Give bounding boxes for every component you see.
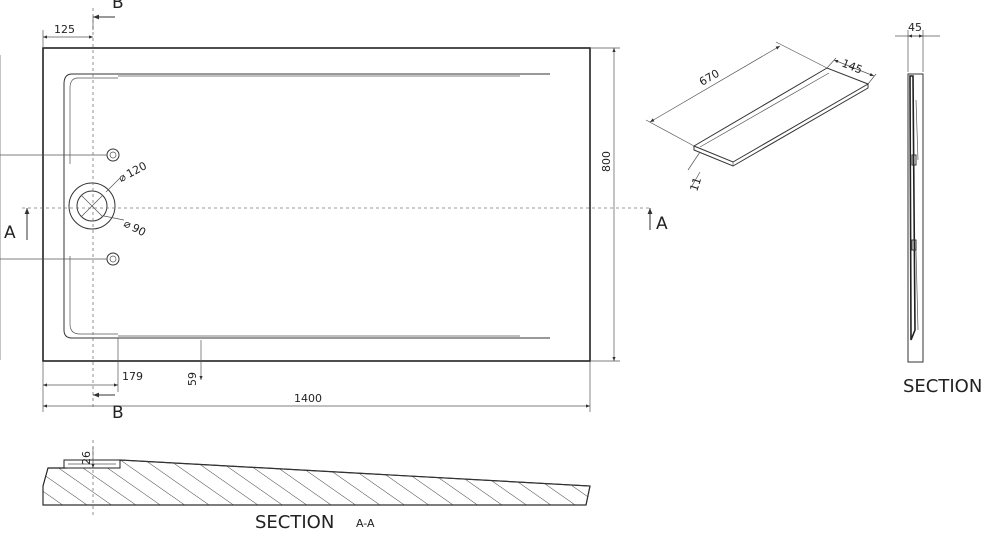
hole-top <box>106 148 120 162</box>
side-thickness: 45 <box>908 21 922 34</box>
grate-length: 670 <box>697 67 722 89</box>
side-section-label: SECTION <box>903 376 982 397</box>
side-section: 45 SECTION <box>895 21 982 397</box>
grate-thickness: 11 <box>687 176 704 193</box>
section-marker-right: A <box>656 214 668 234</box>
dim-179: 179 <box>122 370 143 383</box>
grate-isometric: 670 145 11 <box>645 41 877 193</box>
cut-marker-top: B <box>112 0 124 13</box>
tray-inner-channel <box>63 73 118 339</box>
hole-bottom <box>106 252 120 266</box>
hole-bottom-inner <box>109 255 117 263</box>
tray-outline <box>42 47 591 362</box>
dim-125: 125 <box>54 23 75 36</box>
hole-top-inner <box>109 151 117 159</box>
plan-view: 125 800 1400 179 59 ⌀ 120 ⌀ 90 A A B B <box>0 0 668 423</box>
tray-inner-channel-b <box>69 77 118 335</box>
grate-width: 145 <box>840 57 864 77</box>
dim-800: 800 <box>600 151 613 172</box>
section-aa: 26 SECTION A-A <box>42 440 591 533</box>
section-depth: 26 <box>80 451 93 465</box>
section-aa-label: SECTION <box>255 512 334 533</box>
cut-marker-bottom: B <box>112 403 124 423</box>
drain-cross-2 <box>80 194 104 218</box>
dim-1400: 1400 <box>294 392 322 405</box>
dia-90: 90 <box>130 221 148 239</box>
grate-top-face <box>692 67 870 163</box>
grate-side-face <box>693 84 869 167</box>
section-marker-left: A <box>4 223 16 243</box>
dim-59: 59 <box>186 372 199 386</box>
side-section-outline <box>907 73 924 363</box>
section-aa-body <box>42 459 591 506</box>
section-aa-suffix: A-A <box>356 517 375 530</box>
drain-inner-circle <box>76 190 108 222</box>
dia-120: 120 <box>124 159 149 180</box>
drain-outer-circle <box>68 182 116 230</box>
